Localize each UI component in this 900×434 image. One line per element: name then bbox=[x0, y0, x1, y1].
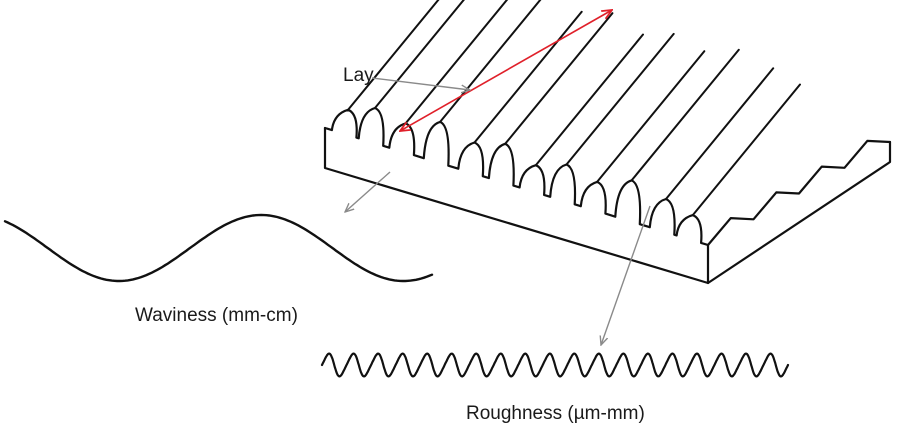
ridge-line bbox=[665, 67, 775, 200]
waviness-wave bbox=[3, 213, 434, 283]
block-right-profile bbox=[706, 139, 892, 247]
lay-label: Lay bbox=[343, 65, 374, 86]
ridge-line bbox=[347, 0, 440, 111]
block-front-profile bbox=[323, 106, 710, 247]
roughness-pointer-arrow bbox=[601, 205, 651, 345]
ridge-line bbox=[565, 32, 675, 166]
ridge-line bbox=[504, 12, 614, 145]
roughness-label: Roughness (µm-mm) bbox=[466, 403, 645, 424]
ridge-line bbox=[404, 0, 509, 125]
roughness-wave bbox=[320, 352, 790, 378]
ridge-line bbox=[691, 83, 801, 217]
lay-direction-arrow bbox=[400, 10, 612, 131]
block-left-face bbox=[323, 126, 710, 285]
ridge-line bbox=[596, 50, 706, 183]
block-right-face bbox=[706, 140, 892, 285]
ridge-line bbox=[473, 10, 583, 144]
textured-surface-block bbox=[323, 0, 892, 285]
waviness-pointer-arrow bbox=[345, 171, 391, 212]
lay-pointer-arrow bbox=[371, 77, 470, 90]
ridge-line bbox=[374, 0, 465, 109]
ridge-line bbox=[630, 48, 740, 182]
waviness-label: Waviness (mm-cm) bbox=[135, 305, 298, 326]
